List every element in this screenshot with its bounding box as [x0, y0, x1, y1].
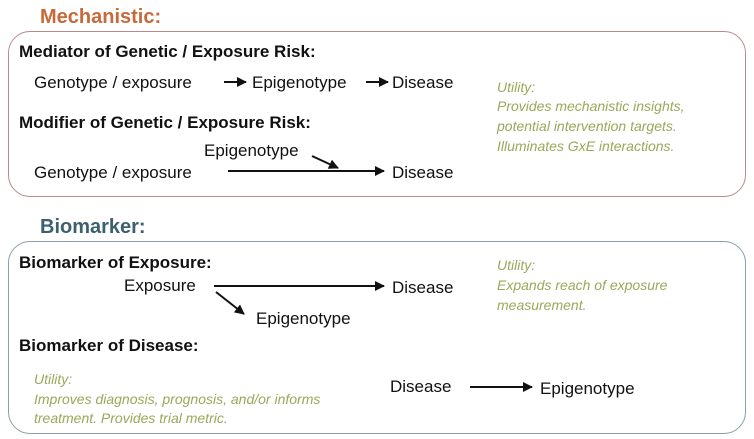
mediator-epigenotype-label: Epigenotype — [252, 73, 347, 92]
mediator-heading: Mediator of Genetic / Exposure Risk: — [19, 42, 316, 61]
biomarker-title: Biomarker: — [40, 216, 146, 238]
biomarker-disease-heading: Biomarker of Disease: — [19, 336, 199, 355]
modifier-disease-label: Disease — [392, 163, 454, 182]
exposure-utility-line2: measurement. — [497, 297, 587, 313]
mechanistic-utility-line3: Illuminates GxE interactions. — [497, 138, 675, 154]
disease-utility-line1: Improves diagnosis, prognosis, and/or in… — [34, 391, 321, 407]
exposure-label: Exposure — [124, 276, 196, 295]
exposure-disease-label: Disease — [392, 278, 454, 297]
arrow-exposure-to-epigenotype — [215, 291, 245, 315]
exposure-utility-line1: Expands reach of exposure — [497, 277, 668, 293]
disease-utility-label: Utility: — [34, 371, 73, 387]
modifier-epigenotype-label: Epigenotype — [204, 141, 299, 160]
mechanistic-utility-line1: Provides mechanistic insights, — [497, 98, 685, 114]
mediator-genotype-label: Genotype / exposure — [34, 73, 192, 92]
biomarker-exposure-heading: Biomarker of Exposure: — [19, 253, 212, 272]
mechanistic-title: Mechanistic: — [40, 6, 162, 28]
mediator-disease-label: Disease — [392, 73, 454, 92]
disease-utility-line2: treatment. Provides trial metric. — [34, 410, 228, 426]
mechanistic-utility-label: Utility: — [497, 79, 536, 95]
biomarker-epigenotype-label: Epigenotype — [540, 379, 635, 398]
exposure-epigenotype-label: Epigenotype — [256, 309, 351, 328]
mechanistic-box — [8, 31, 746, 197]
exposure-utility-label: Utility: — [497, 257, 536, 273]
modifier-heading: Modifier of Genetic / Exposure Risk: — [19, 113, 311, 132]
mechanistic-utility-line2: potential intervention targets. — [497, 118, 677, 134]
biomarker-disease-label: Disease — [390, 377, 452, 396]
modifier-genotype-label: Genotype / exposure — [34, 163, 192, 182]
arrow-epigenotype-modifier — [311, 155, 339, 169]
biomarker-box — [8, 241, 746, 434]
